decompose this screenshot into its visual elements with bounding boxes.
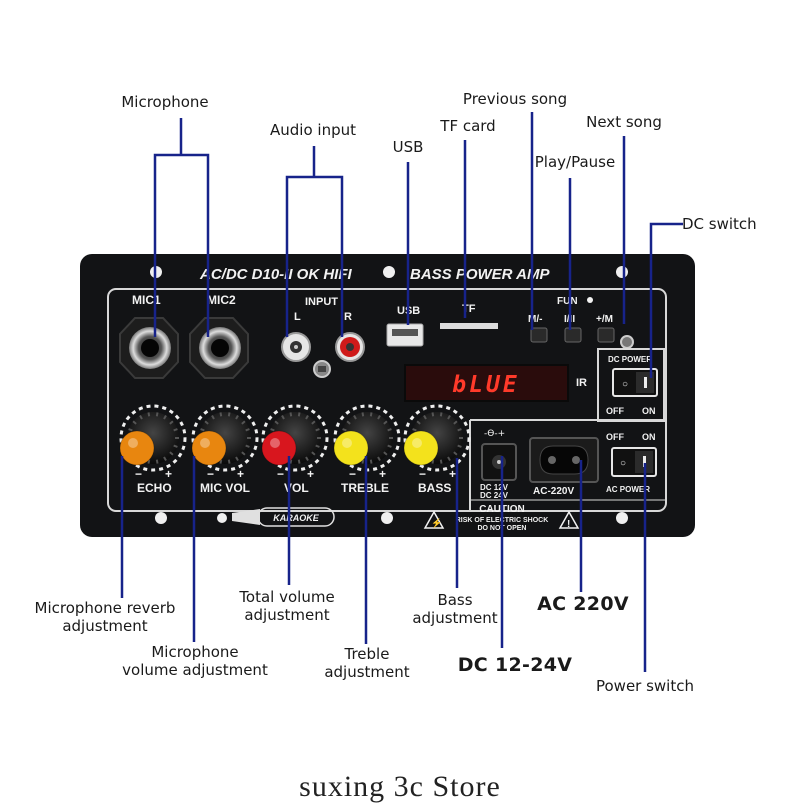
bass-label: BASS	[418, 481, 451, 495]
bass-knob[interactable]	[403, 404, 471, 472]
knob-minus-label: −	[419, 467, 426, 481]
prev-button-label: M/-	[528, 314, 542, 325]
callout-total-volume-line-2: adjustment	[244, 606, 330, 624]
callout-dc-switch: DC switch	[682, 215, 757, 233]
callout-treble-line-2: adjustment	[324, 663, 410, 681]
callout-play-pause: Play/Pause	[534, 153, 616, 171]
dc-switch-on-label: ON	[642, 406, 656, 416]
callout-microphone-reverb-line-2: adjustment	[62, 617, 148, 635]
echo-knob[interactable]	[119, 404, 187, 472]
dc-power-label: DC POWER	[608, 355, 652, 364]
dc-jack-symbol: -Ɵ-+	[484, 429, 505, 439]
ir-receiver	[313, 360, 331, 378]
callout-bass-line-2: adjustment	[412, 609, 498, 627]
callout-total-volume-line-1: Total volume	[239, 588, 335, 606]
amp-label: BASS POWER AMP	[410, 266, 550, 283]
dc-input-jack[interactable]	[481, 443, 517, 481]
previous-song-button[interactable]	[530, 327, 548, 343]
callout-microphone: Microphone	[121, 93, 209, 111]
input-r-label: R	[344, 311, 352, 323]
dc-switch-off-label: OFF	[606, 406, 624, 416]
dc-12v-label: DC 12V	[480, 483, 509, 492]
knob-plus-label: +	[449, 467, 456, 481]
callout-microphone-volume-line-1: Microphone	[151, 643, 239, 661]
ac-socket-label: AC-220V	[533, 486, 574, 497]
callout-next-song: Next song	[586, 113, 662, 131]
play-pause-button[interactable]	[564, 327, 582, 343]
svg-text:○: ○	[620, 458, 626, 469]
knob-plus-label: +	[379, 467, 386, 481]
input-label: INPUT	[305, 296, 338, 308]
karaoke-badge: KARAOKE	[232, 507, 335, 527]
vol-knob[interactable]	[261, 404, 329, 472]
callout-ac-input: AC 220V	[537, 593, 629, 615]
ac-power-label: AC POWER	[606, 485, 650, 494]
mic1-label: MIC1	[132, 293, 161, 307]
callout-previous-song: Previous song	[462, 90, 568, 108]
led-display	[404, 364, 569, 402]
rca-left-jack[interactable]	[281, 332, 311, 362]
mic2-label: MIC2	[207, 293, 236, 307]
callout-bass-line-1: Bass	[437, 591, 473, 609]
knob-minus-label: −	[277, 467, 284, 481]
callout-microphone-reverb: Microphone reverb adjustment	[20, 599, 190, 635]
store-name: suxing 3c Store	[299, 770, 501, 803]
dc-switch[interactable]: ○	[612, 368, 658, 397]
svg-text:⚡: ⚡	[431, 517, 442, 529]
board-inner-border	[107, 288, 667, 512]
vol-label: VOL	[284, 481, 309, 495]
model-label: AC/DC D10-II OK HIFI	[199, 266, 353, 283]
callout-power-switch: Power switch	[595, 677, 694, 695]
knob-plus-label: +	[307, 467, 314, 481]
mic-vol-label: MIC VOL	[200, 481, 250, 495]
rca-right-jack[interactable]	[335, 332, 365, 362]
svg-text:KARAOKE: KARAOKE	[273, 513, 319, 523]
callout-dc-input: DC 12-24V	[457, 654, 573, 676]
knob-plus-label: +	[165, 467, 172, 481]
svg-text:!: !	[567, 519, 570, 530]
knob-row: − + − + − + − + − +	[119, 404, 471, 481]
callout-total-volume: Total volume adjustment	[222, 588, 352, 624]
callout-treble: Treble adjustment	[310, 645, 424, 681]
leader-lines	[120, 112, 683, 672]
next-song-button[interactable]	[597, 327, 615, 343]
svg-text:○: ○	[622, 379, 628, 390]
input-l-label: L	[294, 311, 301, 323]
ac-input-socket[interactable]	[529, 437, 599, 483]
led-display-text: bLUE	[452, 372, 519, 398]
callout-microphone-volume-line-2: volume adjustment	[122, 661, 268, 679]
knob-minus-label: −	[135, 467, 142, 481]
tf-card-slot[interactable]	[440, 323, 498, 329]
callout-usb: USB	[392, 138, 424, 156]
callout-microphone-volume: Microphone volume adjustment	[110, 643, 280, 679]
callout-bass: Bass adjustment	[400, 591, 510, 627]
knob-plus-label: +	[237, 467, 244, 481]
dc-24v-label: DC 24V	[480, 491, 509, 500]
knob-minus-label: −	[349, 467, 356, 481]
mic-vol-knob[interactable]	[191, 404, 259, 472]
ac-switch-on-label: ON	[642, 432, 656, 442]
mic2-jack[interactable]	[189, 317, 249, 379]
knob-minus-label: −	[207, 467, 214, 481]
ir-label: IR	[576, 377, 587, 389]
mic1-jack[interactable]	[119, 317, 179, 379]
ac-power-switch[interactable]: ○	[611, 447, 657, 477]
callout-microphone-reverb-line-1: Microphone reverb	[34, 599, 176, 617]
echo-label: ECHO	[137, 481, 172, 495]
ac-switch-off-label: OFF	[606, 432, 624, 442]
fun-label: FUN	[557, 296, 578, 307]
callout-treble-line-1: Treble	[344, 645, 390, 663]
callout-tf-card: TF card	[440, 117, 496, 135]
next-button-label: +/M	[596, 314, 613, 325]
callout-audio-input: Audio input	[270, 121, 356, 139]
